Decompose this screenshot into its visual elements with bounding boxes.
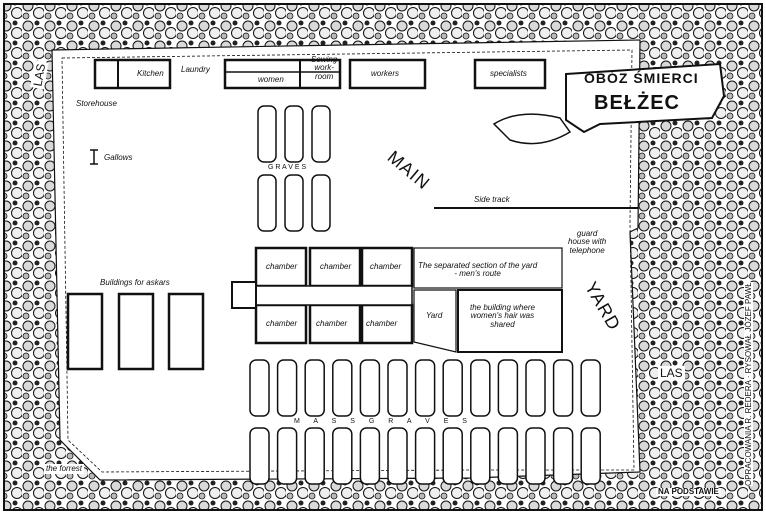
label-storehouse: Storehouse (76, 99, 117, 108)
specialists-barrack (473, 58, 547, 90)
gas-chambers (254, 246, 414, 345)
label-na-podstawie: NA PODSTAWIE (656, 487, 721, 497)
label-guard-house: guard house with telephone (568, 229, 607, 255)
label-women: women (258, 75, 284, 84)
grave-pit (359, 427, 381, 485)
mass-graves (249, 359, 601, 485)
grave-pit (249, 359, 270, 417)
label-sewing-workroom: Sewing work- room (311, 55, 338, 81)
label-chamber-2: chamber (320, 262, 352, 271)
grave-pit (525, 359, 546, 417)
grave-pit (276, 427, 298, 485)
label-side-track: Side track (474, 195, 510, 204)
women-barrack (223, 58, 342, 90)
grave-pit (304, 427, 325, 485)
label-askar-buildings: Buildings for askars (100, 278, 170, 287)
chamber-annex (231, 281, 257, 309)
storehouse-kitchen-building (93, 58, 172, 90)
separated-section (413, 247, 563, 289)
label-specialists: specialists (490, 69, 527, 78)
las-label-right: LAS (658, 366, 685, 380)
upper-graves (257, 105, 331, 232)
label-chamber-6: chamber (366, 319, 398, 328)
workers-barrack (348, 58, 427, 90)
grave-pit (387, 427, 408, 485)
label-chamber-5: chamber (316, 319, 348, 328)
grave-pit (304, 359, 325, 417)
label-chamber-3: chamber (370, 262, 402, 271)
grave-pit (387, 359, 408, 417)
map-title-line2: BEŁŻEC (594, 92, 680, 114)
grave-pit (580, 427, 601, 485)
label-yard-small: Yard (426, 311, 443, 320)
grave-pit (332, 359, 353, 417)
grave-pit (442, 427, 463, 485)
grave-pit (580, 359, 601, 417)
label-chamber-1: chamber (266, 262, 298, 271)
title-banner (565, 62, 726, 134)
grave-pit (552, 359, 574, 417)
small-yard (413, 289, 457, 353)
askar-buildings (66, 292, 205, 371)
grave-pit (470, 359, 491, 417)
map-title-line1: OBÓZ ŚMIERCI (584, 70, 699, 86)
label-laundry: Laundry (181, 65, 210, 74)
grave-pit (497, 359, 519, 417)
grave-pit (332, 427, 353, 485)
label-mass-graves: M A S S G R A V E S (294, 418, 473, 425)
hair-building (457, 289, 563, 353)
grave-pit (359, 359, 381, 417)
grave-pit (276, 359, 298, 417)
label-chamber-4: chamber (266, 319, 298, 328)
grave-pit (525, 427, 546, 485)
label-separated-section: The separated section of the yard - men'… (418, 261, 538, 279)
grave-pit (497, 427, 519, 485)
gallows-icon (90, 149, 98, 165)
label-graves-upper: G R A V E S (268, 164, 307, 171)
grave-pit (414, 359, 436, 417)
label-gallows: Gallows (104, 153, 133, 162)
chamber-corridor (255, 285, 413, 306)
grave-pit (249, 427, 270, 485)
grave-pit (442, 359, 463, 417)
grave-pit (470, 427, 491, 485)
grave-pit (414, 427, 436, 485)
label-workers: workers (371, 69, 400, 78)
camp-fence (61, 49, 635, 473)
pointing-hand (492, 113, 572, 145)
label-credit-vertical: OPRACOWANIA R. REDERA · RYSOWAŁ JÓZEF PA… (744, 282, 753, 486)
label-hair-building: the building where women's hair was shar… (470, 303, 535, 329)
label-kitchen: Kitchen (137, 69, 164, 78)
grave-pit (552, 427, 574, 485)
label-forrest: the forrest (44, 464, 85, 475)
